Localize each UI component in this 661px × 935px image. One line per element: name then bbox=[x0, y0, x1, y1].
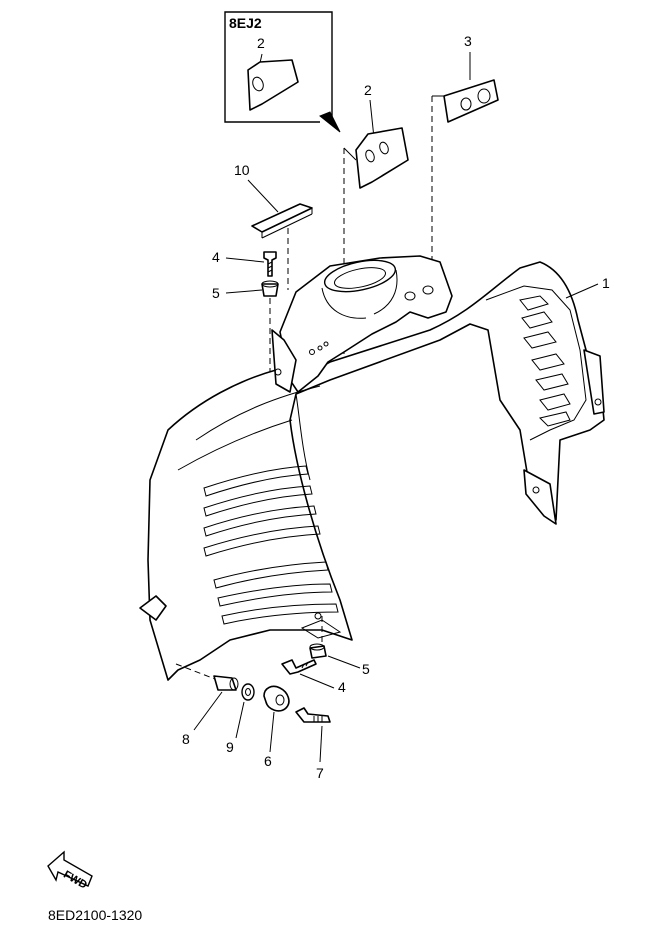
callout-5-bottom: 5 bbox=[362, 661, 370, 677]
right-louvers bbox=[485, 285, 587, 441]
lower-fasteners: 5 4 8 9 6 7 bbox=[182, 643, 370, 781]
left-louvers bbox=[203, 465, 339, 625]
callout-7: 7 bbox=[316, 765, 324, 781]
variant-box-label: 8EJ2 bbox=[229, 15, 262, 31]
part-10-strip: 10 bbox=[234, 162, 313, 290]
callout-10: 10 bbox=[234, 162, 250, 178]
bracket-plate-variant bbox=[247, 59, 299, 111]
callout-3: 3 bbox=[464, 33, 472, 49]
upper-fasteners: 4 5 bbox=[212, 249, 279, 380]
part-1-leg-shield bbox=[139, 255, 605, 685]
callout-1: 1 bbox=[602, 275, 610, 291]
callout-5-top: 5 bbox=[212, 285, 220, 301]
variant-box: 8EJ2 2 bbox=[224, 11, 341, 133]
callout-2-box: 2 bbox=[257, 35, 265, 51]
callout-8: 8 bbox=[182, 731, 190, 747]
callout-9: 9 bbox=[226, 739, 234, 755]
callout-6: 6 bbox=[264, 753, 272, 769]
part-3-plate: 3 bbox=[431, 33, 499, 282]
callout-4-top: 4 bbox=[212, 249, 220, 265]
diagram-code: 8ED2100-1320 bbox=[48, 907, 142, 923]
callout-4-bottom: 4 bbox=[338, 679, 346, 695]
part-2-bracket: 2 bbox=[343, 82, 409, 362]
callout-2: 2 bbox=[364, 82, 372, 98]
fwd-arrow: FWD bbox=[47, 850, 93, 892]
